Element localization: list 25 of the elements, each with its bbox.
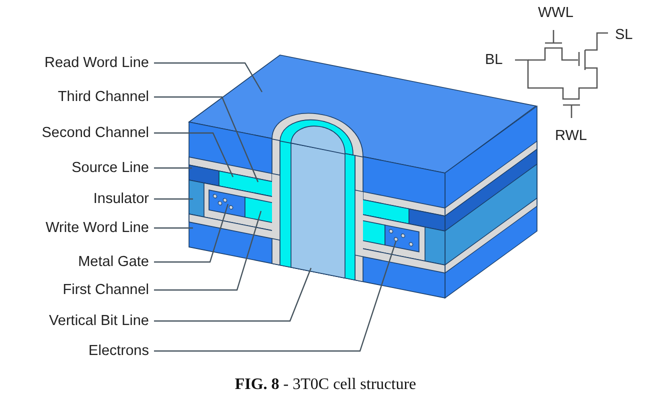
signal-name: SL xyxy=(615,27,633,43)
signal-name: WWL xyxy=(538,5,574,21)
leader-line xyxy=(154,240,397,352)
part-label: Electrons xyxy=(88,343,149,359)
leader-line xyxy=(154,62,263,92)
part-label: Insulator xyxy=(93,191,149,207)
part-label: First Channel xyxy=(62,282,149,298)
part-label: Source Line xyxy=(72,160,149,176)
leader-line xyxy=(154,210,262,291)
leader-line xyxy=(154,132,234,178)
leader-line xyxy=(154,198,193,200)
leader-line xyxy=(154,227,193,229)
leader-line xyxy=(154,204,229,263)
leader-line xyxy=(154,96,259,182)
signal-name: BL xyxy=(485,52,503,68)
figure-caption: FIG. 8 - 3T0C cell structure xyxy=(234,376,418,394)
part-label: Third Channel xyxy=(58,89,149,105)
part-label: Metal Gate xyxy=(78,254,149,270)
leader-line xyxy=(154,268,312,322)
leader-line xyxy=(154,167,192,169)
part-label: Vertical Bit Line xyxy=(49,313,149,329)
part-label: Write Word Line xyxy=(46,220,149,236)
part-label: Second Channel xyxy=(42,125,149,141)
part-label: Read Word Line xyxy=(44,55,149,71)
signal-name: RWL xyxy=(555,128,587,144)
